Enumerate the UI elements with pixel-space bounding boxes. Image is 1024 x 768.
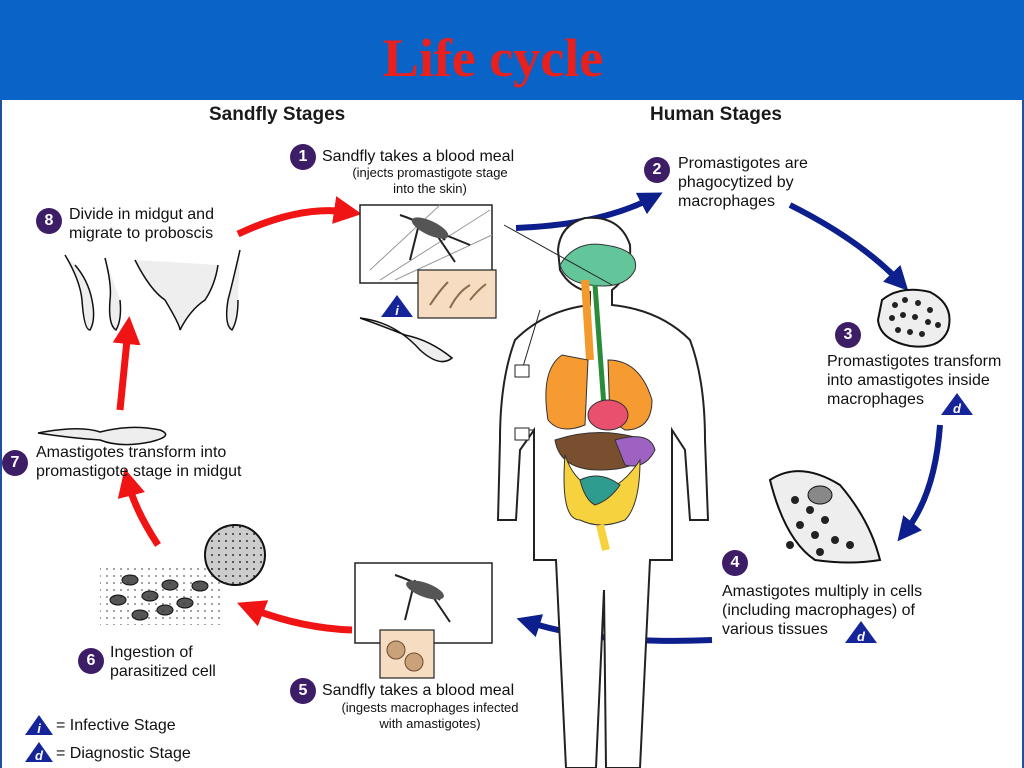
sandfly-feeding-illustration-bottom [354, 562, 493, 679]
macrophage-illustration [876, 288, 951, 348]
human-body-illustration [496, 216, 710, 768]
legend-infective-icon: i [24, 714, 54, 736]
step-3-number: 3 [835, 322, 861, 348]
step-8-number: 8 [36, 208, 62, 234]
step-2-number: 2 [644, 157, 670, 183]
parasitized-cell-illustration [100, 524, 266, 625]
arrow-8-to-1 [236, 196, 362, 238]
dividing-promastigotes-drawing [64, 249, 241, 332]
human-stages-heading: Human Stages [650, 104, 782, 125]
sandfly-feeding-illustration-top [359, 204, 497, 319]
step-1-label: Sandfly takes a blood meal [322, 148, 515, 165]
slide-title: Life cycle [382, 28, 604, 88]
legend-infective-text: = Infective Stage [56, 717, 176, 734]
step-8-label: Divide in midgut and migrate to probosci… [69, 206, 214, 242]
step-7-label: Amastigotes transform into promastigote … [36, 444, 242, 480]
arrow-3-to-4 [897, 424, 943, 542]
diagnostic-stage-icon: d [844, 620, 878, 644]
title-bar [0, 0, 1024, 100]
promastigote-drawing [359, 317, 454, 363]
step-4-number: 4 [722, 550, 748, 576]
arrow-7-to-8 [112, 316, 141, 411]
step-5-label: Sandfly takes a blood meal [322, 682, 515, 699]
step-4-label: Amastigotes multiply in cells (including… [722, 583, 923, 638]
legend-diagnostic-icon: d [24, 741, 54, 763]
legend-diagnostic-text: = Diagnostic Stage [56, 745, 191, 762]
diagnostic-stage-icon: d [940, 392, 974, 416]
red-cycle-arrows [112, 196, 362, 634]
step-1-number: 1 [290, 144, 316, 170]
right-border [1022, 100, 1024, 768]
step-5-number: 5 [290, 678, 316, 704]
arrow-2-to-3 [788, 202, 909, 291]
step-5-sublabel: (ingests macrophages infected with amast… [341, 700, 519, 731]
sandfly-stages-heading: Sandfly Stages [209, 104, 346, 125]
step-6-label: Ingestion of parasitized cell [110, 644, 216, 680]
midgut-promastigote-drawing [37, 426, 167, 446]
step-2-label: Promastigotes are phagocytized by macrop… [678, 155, 808, 210]
step-7-number: 7 [2, 450, 28, 476]
arrow-6-to-7 [117, 468, 161, 547]
left-border [0, 100, 2, 768]
infective-stage-icon: i [380, 294, 414, 318]
step-3-label: Promastigotes transform into amastigotes… [827, 353, 1002, 408]
infected-tissue-cell-illustration [768, 470, 882, 564]
step-1-sublabel: (injects promastigote stage into the ski… [352, 165, 508, 196]
step-6-number: 6 [78, 648, 104, 674]
arrow-5-to-6 [237, 600, 353, 634]
